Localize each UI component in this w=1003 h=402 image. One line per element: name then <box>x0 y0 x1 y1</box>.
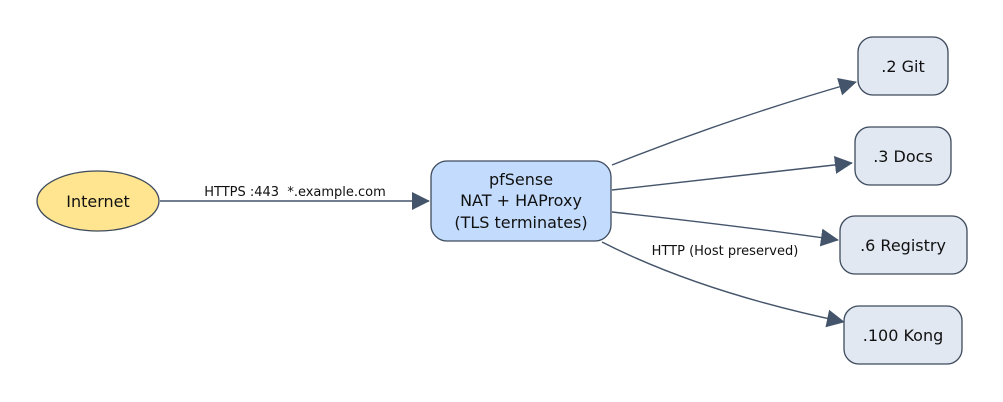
edge-pfsense-to-registry <box>611 211 839 247</box>
registry-label: .6 Registry <box>860 236 946 255</box>
edge-label-https: HTTPS :443 *.example.com <box>204 185 386 200</box>
kong-label: .100 Kong <box>863 326 944 345</box>
edge-pfsense-to-git <box>611 78 857 166</box>
internet-label: Internet <box>66 192 130 211</box>
registry-box <box>839 215 968 275</box>
pfsense-label-line-2: NAT + HAProxy <box>460 191 582 210</box>
pfsense-label-line-3: (TLS terminates) <box>454 213 587 232</box>
docs-box <box>854 126 952 186</box>
edges <box>160 78 857 328</box>
git-label: .2 Git <box>881 57 924 76</box>
git-box <box>857 36 949 96</box>
node-docs: .3 Docs <box>854 126 952 186</box>
kong-box <box>843 305 963 365</box>
internet-ellipse <box>36 170 160 232</box>
edge-label-http: HTTP (Host preserved) <box>652 244 799 259</box>
node-registry: .6 Registry <box>839 215 968 275</box>
node-internet: Internet <box>36 170 160 232</box>
node-kong: .100 Kong <box>843 305 963 365</box>
docs-label: .3 Docs <box>873 147 933 166</box>
pfsense-box <box>430 160 612 242</box>
edge-pfsense-to-kong <box>601 241 845 328</box>
pfsense-label-line-1: pfSense <box>489 170 553 189</box>
node-git: .2 Git <box>857 36 949 96</box>
edge-pfsense-to-docs <box>611 156 853 191</box>
node-pfsense: pfSense NAT + HAProxy (TLS terminates) <box>430 160 612 242</box>
